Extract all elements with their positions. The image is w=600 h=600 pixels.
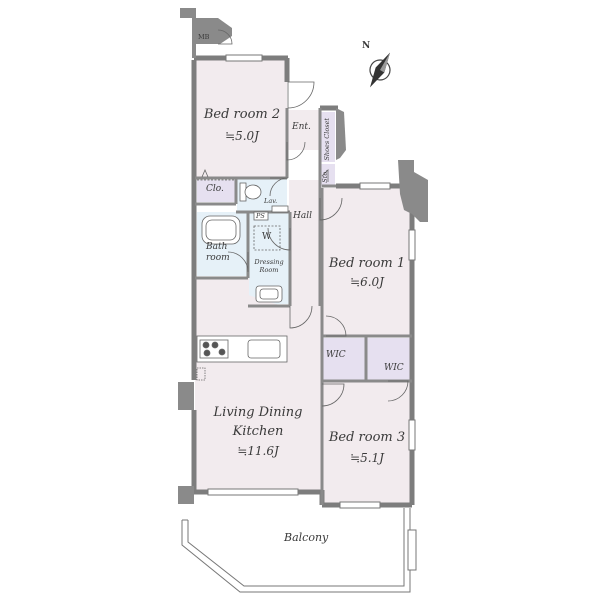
bed-room-1-area — [323, 188, 410, 336]
wic-left-label: WIC — [326, 350, 346, 360]
dressing-room-label-2: Room — [259, 266, 279, 274]
bed-room-2-area-label: ≒5.0J — [225, 129, 259, 143]
window-bed3-bottom — [339, 501, 381, 509]
dressing-sink-inner — [259, 288, 279, 300]
closet-marker — [201, 168, 209, 178]
door-mb — [217, 29, 233, 45]
mb-label: MB — [198, 33, 210, 41]
windows — [207, 54, 416, 509]
door-dressing — [267, 227, 291, 251]
bathtub — [201, 215, 241, 245]
hall-area — [289, 180, 319, 308]
toilet-bowl — [244, 184, 262, 200]
column-left-bottom — [178, 486, 194, 504]
entrance-area — [287, 110, 319, 150]
bed-room-3-area — [323, 382, 410, 504]
lavatory-label: Lav. — [264, 197, 278, 205]
ps-label: PS — [256, 212, 265, 220]
washer-label: W — [262, 232, 272, 242]
window-right-2 — [408, 419, 416, 451]
lav-sink — [271, 205, 289, 213]
balcony — [181, 508, 417, 593]
closet-label: Clo. — [206, 184, 224, 194]
ldk-name-line-1: Living Dining — [213, 405, 303, 420]
entrance-label: Ent. — [292, 122, 311, 132]
door-bath — [227, 251, 249, 273]
kitchen-stove — [199, 339, 229, 359]
compass — [369, 52, 391, 88]
door-ldk-hall — [289, 305, 313, 329]
shoes-closet-area — [321, 112, 335, 162]
window-bed1-top — [359, 182, 391, 190]
wic-right-area — [367, 338, 410, 380]
door-bed1 — [319, 197, 343, 221]
ldk-area-label: ≒11.6J — [237, 444, 279, 458]
door-lav — [269, 177, 289, 197]
closet-area — [197, 180, 235, 202]
bathtub-inner — [205, 219, 237, 241]
bed-room-1-name: Bed room 1 — [328, 256, 406, 271]
wic-left-area — [323, 338, 365, 380]
window-bed2-top — [225, 54, 263, 62]
door-wic-left — [325, 315, 347, 337]
ldk-area-main — [195, 306, 321, 490]
door-entrance — [287, 81, 315, 109]
ldk-name-line-2: Kitchen — [232, 424, 284, 439]
door-bed3 — [321, 383, 345, 407]
bed-room-3-name: Bed room 3 — [328, 430, 406, 445]
washer-box — [253, 225, 281, 251]
column-left-mid — [178, 382, 194, 410]
window-ldk-bottom — [207, 488, 299, 496]
column-right-top — [398, 160, 428, 222]
burner-1 — [202, 341, 210, 349]
fixtures — [196, 168, 329, 381]
storage-marker — [321, 169, 329, 182]
ps-box — [253, 211, 269, 221]
bath-room-label-2: room — [206, 253, 230, 263]
fridge-space — [196, 367, 206, 381]
door-hall-bed2 — [286, 141, 306, 161]
hall-label: Hall — [293, 211, 312, 221]
door-wic-right — [387, 380, 409, 402]
bed-room-3-area-label: ≒5.1J — [350, 451, 384, 465]
bed-room-2-name: Bed room 2 — [203, 107, 281, 122]
burner-4 — [203, 349, 211, 357]
dressing-sink — [255, 285, 283, 303]
bed-room-1-area-label: ≒6.0J — [350, 275, 384, 289]
doors — [217, 29, 409, 407]
column-top-left — [180, 8, 196, 18]
burner-3 — [218, 348, 226, 356]
bed-room-2-area — [195, 60, 287, 178]
dressing-room-label-1: Dressing — [254, 258, 284, 266]
kitchen-sink — [247, 339, 281, 359]
compass-needle-light — [380, 52, 390, 73]
shoes-closet-label: Shoes Closet — [322, 117, 331, 161]
window-right-1 — [408, 229, 416, 261]
wic-right-label: WIC — [384, 363, 404, 373]
columns — [178, 8, 428, 504]
column-mb — [192, 18, 232, 58]
ldk-area-top — [195, 278, 249, 308]
balcony-label: Balcony — [284, 531, 329, 544]
bath-room-label-1: Bath — [206, 242, 228, 252]
column-shoes — [336, 108, 346, 160]
compass-north-label: N — [362, 41, 371, 51]
burner-2 — [211, 341, 219, 349]
storage-label: Sto. — [321, 169, 330, 183]
